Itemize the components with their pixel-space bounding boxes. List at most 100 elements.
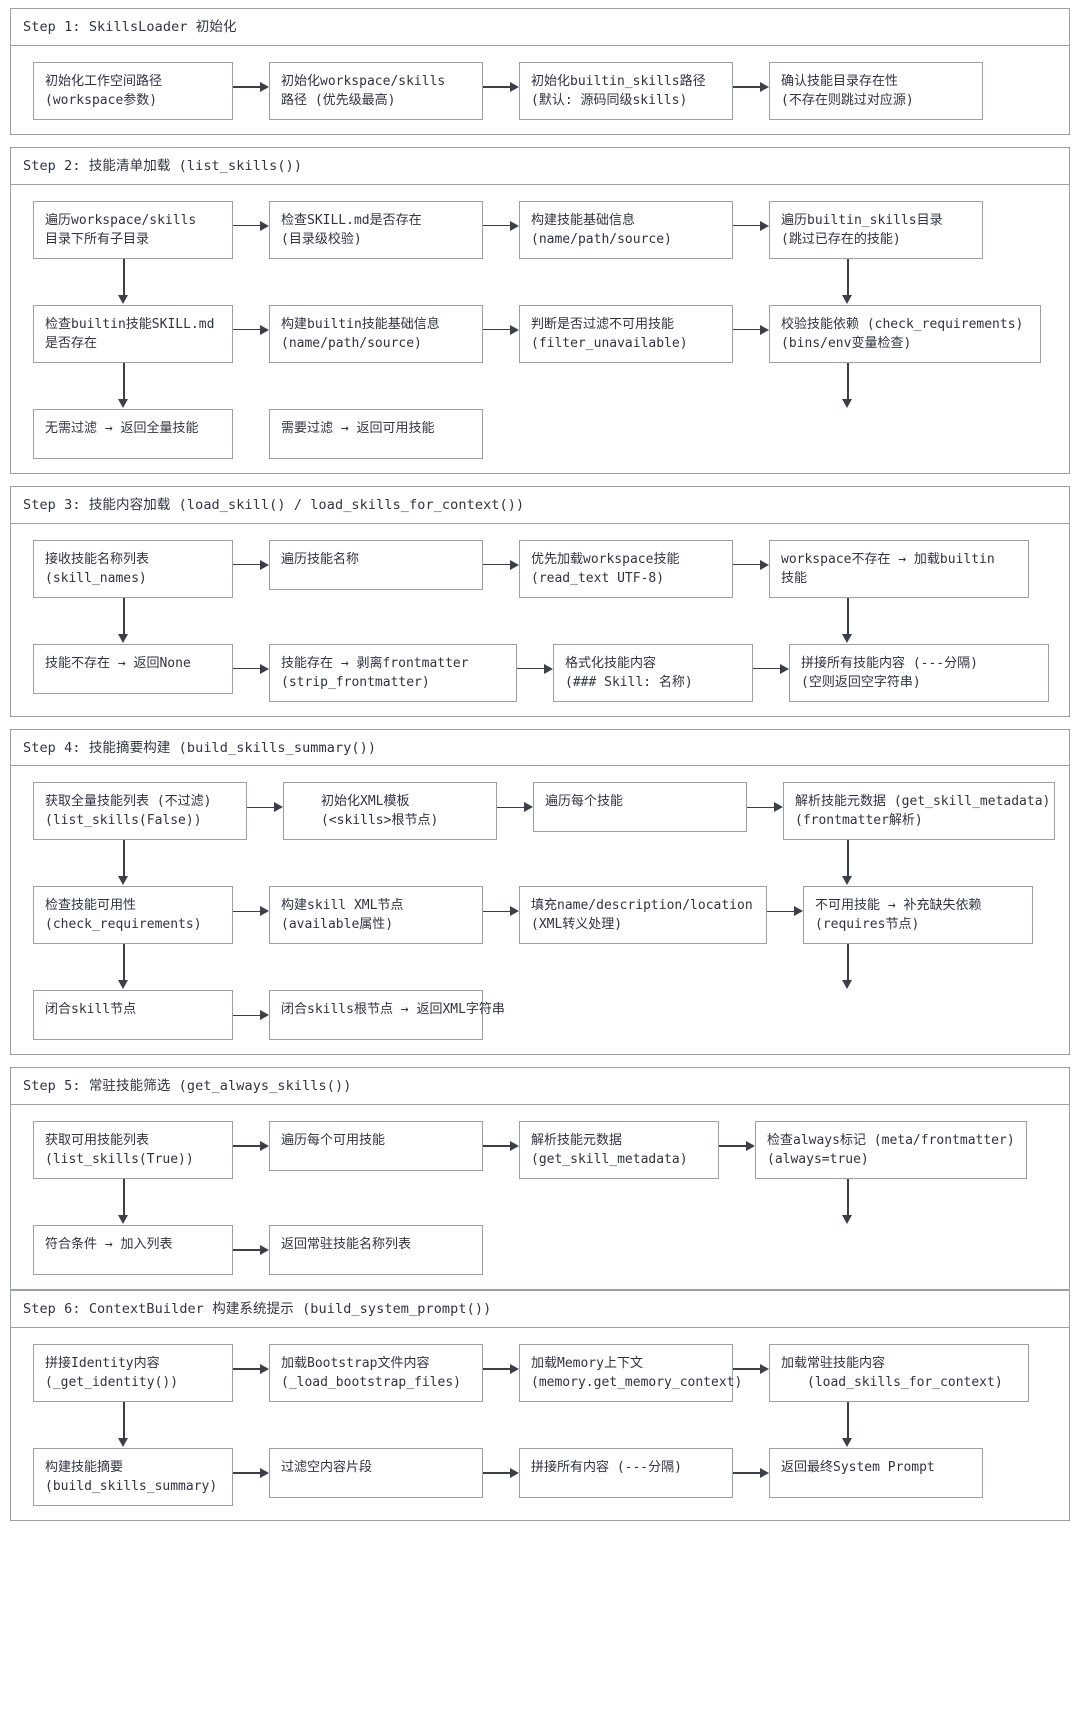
- node-row: 获取全量技能列表 (不过滤) (list_skills(False)) 初始化X…: [11, 782, 1069, 841]
- flow-node[interactable]: 遍历workspace/skills 目录下所有子目录: [33, 200, 233, 259]
- arrow-right-icon: [233, 1344, 269, 1394]
- flow-node[interactable]: 检查技能可用性 (check_requirements): [33, 886, 233, 945]
- flow-node[interactable]: 判断是否过滤不可用技能 (filter_unavailable): [519, 304, 733, 363]
- node-line: 构建skill XML节点: [281, 898, 404, 914]
- node-line: 拼接所有技能内容 (---分隔): [801, 655, 978, 671]
- flow-node[interactable]: 初始化builtin_skills路径 (默认: 源码同级skills): [519, 61, 733, 120]
- flow-node[interactable]: 拼接Identity内容 (_get_identity()): [33, 1344, 233, 1403]
- node-line: 拼接Identity内容: [45, 1356, 160, 1372]
- step-title-4: Step 4: 技能摘要构建 (build_skills_summary()): [11, 730, 1069, 767]
- step-title-2: Step 2: 技能清单加载 (list_skills()): [11, 148, 1069, 185]
- arrow-right-icon: [733, 1344, 769, 1394]
- flow-node[interactable]: 初始化工作空间路径 (workspace参数): [33, 61, 233, 120]
- node-line: (_load_bootstrap_files): [281, 1375, 462, 1391]
- flow-node[interactable]: 不可用技能 → 补充缺失依赖 (requires节点): [803, 886, 1033, 945]
- step-group-3: Step 3: 技能内容加载 (load_skill() / load_skil…: [10, 485, 1070, 717]
- flow-node[interactable]: 优先加载workspace技能 (read_text UTF-8): [519, 539, 733, 598]
- flow-node[interactable]: 遍历每个技能: [533, 782, 747, 833]
- flow-node[interactable]: 拼接所有技能内容 (---分隔) (空则返回空字符串): [789, 643, 1049, 702]
- node-line: (bins/env变量检查): [781, 335, 912, 351]
- flow-node[interactable]: 无需过滤 → 返回全量技能: [33, 408, 233, 459]
- flow-node[interactable]: 接收技能名称列表 (skill_names): [33, 539, 233, 598]
- flow-node[interactable]: 获取可用技能列表 (list_skills(True)): [33, 1121, 233, 1180]
- flow-node[interactable]: 技能不存在 → 返回None: [33, 643, 233, 694]
- node-row: 接收技能名称列表 (skill_names) 遍历技能名称 优先加载worksp…: [11, 539, 1069, 598]
- node-line: workspace不存在 → 加载builtin: [781, 551, 995, 567]
- node-line: (check_requirements): [45, 917, 202, 933]
- arrow-right-icon: [483, 305, 519, 355]
- flow-node[interactable]: 加载Memory上下文 (memory.get_memory_context): [519, 1344, 743, 1403]
- node-line: 拼接所有内容 (---分隔): [531, 1460, 682, 1476]
- step-group-4: Step 4: 技能摘要构建 (build_skills_summary()) …: [10, 728, 1070, 1056]
- arrow-right-icon: [733, 540, 769, 590]
- node-line: 填充name/description/location: [531, 898, 753, 914]
- flow-node[interactable]: 过滤空内容片段: [269, 1448, 483, 1499]
- flow-node[interactable]: 技能存在 → 剥离frontmatter (strip_frontmatter): [269, 643, 517, 702]
- flow-node[interactable]: 解析技能元数据 (get_skill_metadata): [519, 1121, 719, 1180]
- flow-node[interactable]: 遍历每个可用技能: [269, 1121, 483, 1172]
- flow-node[interactable]: 返回最终System Prompt: [769, 1448, 983, 1499]
- arrow-right-icon: [233, 201, 269, 251]
- node-line: 加载Bootstrap文件内容: [281, 1356, 430, 1372]
- flow-node[interactable]: 校验技能依赖 (check_requirements) (bins/env变量检…: [769, 304, 1041, 363]
- flow-node[interactable]: 初始化XML模板 (<skills>根节点): [283, 782, 497, 841]
- node-line: 初始化工作空间路径: [45, 73, 163, 89]
- flowchart-canvas: Step 1: SkillsLoader 初始化 初始化工作空间路径 (work…: [10, 8, 1070, 1522]
- node-row: 拼接Identity内容 (_get_identity()) 加载Bootstr…: [11, 1344, 1069, 1403]
- flow-node[interactable]: 获取全量技能列表 (不过滤) (list_skills(False)): [33, 782, 247, 841]
- flow-node[interactable]: 检查always标记 (meta/frontmatter) (always=tr…: [755, 1121, 1027, 1180]
- arrow-right-icon: [483, 886, 519, 936]
- step-body-3: 接收技能名称列表 (skill_names) 遍历技能名称 优先加载worksp…: [11, 524, 1069, 716]
- flow-node[interactable]: 加载常驻技能内容 (load_skills_for_context): [769, 1344, 1029, 1403]
- flow-node[interactable]: 填充name/description/location (XML转义处理): [519, 886, 767, 945]
- arrow-right-icon: [733, 201, 769, 251]
- node-row: 无需过滤 → 返回全量技能 需要过滤 → 返回可用技能: [11, 408, 1069, 459]
- arrow-right-icon: [483, 540, 519, 590]
- node-line: 技能不存在 → 返回None: [45, 655, 191, 671]
- flow-node[interactable]: 确认技能目录存在性 (不存在则跳过对应源): [769, 61, 983, 120]
- node-line: 解析技能元数据: [531, 1133, 623, 1149]
- flow-node[interactable]: 格式化技能内容 (### Skill: 名称): [553, 643, 753, 702]
- flow-node[interactable]: workspace不存在 → 加载builtin 技能: [769, 539, 1029, 598]
- node-line: (read_text UTF-8): [531, 570, 665, 586]
- flow-node[interactable]: 遍历技能名称: [269, 539, 483, 590]
- node-line: (strip_frontmatter): [281, 674, 430, 690]
- flow-node[interactable]: 拼接所有内容 (---分隔): [519, 1448, 733, 1499]
- flow-node[interactable]: 检查builtin技能SKILL.md 是否存在: [33, 304, 233, 363]
- node-line: (_get_identity()): [45, 1375, 179, 1391]
- flow-node[interactable]: 构建技能摘要 (build_skills_summary): [33, 1448, 233, 1507]
- flow-node[interactable]: 闭合skills根节点 → 返回XML字符串: [269, 990, 505, 1041]
- node-row: 技能不存在 → 返回None 技能存在 → 剥离frontmatter (str…: [11, 643, 1069, 702]
- node-line: 初始化workspace/skills: [281, 73, 446, 89]
- node-line: 加载常驻技能内容: [781, 1356, 886, 1372]
- node-line: 遍历每个技能: [545, 794, 624, 810]
- flow-node[interactable]: 构建技能基础信息 (name/path/source): [519, 200, 733, 259]
- arrow-right-icon: [233, 305, 269, 355]
- flow-node[interactable]: 检查SKILL.md是否存在 (目录级校验): [269, 200, 483, 259]
- flow-node[interactable]: 构建builtin技能基础信息 (name/path/source): [269, 304, 483, 363]
- node-line: (<skills>根节点): [321, 813, 439, 829]
- arrow-right-icon: [767, 886, 803, 936]
- flow-node[interactable]: 初始化workspace/skills 路径 (优先级最高): [269, 61, 483, 120]
- flow-node[interactable]: 返回常驻技能名称列表: [269, 1225, 483, 1276]
- node-line: 闭合skill节点: [45, 1002, 137, 1018]
- vertical-connectors: [11, 1402, 1069, 1448]
- flow-node[interactable]: 需要过滤 → 返回可用技能: [269, 408, 483, 459]
- node-line: 返回常驻技能名称列表: [281, 1237, 412, 1253]
- flow-node[interactable]: 构建skill XML节点 (available属性): [269, 886, 483, 945]
- node-row: 检查builtin技能SKILL.md 是否存在 构建builtin技能基础信息…: [11, 304, 1069, 363]
- arrow-right-icon: [233, 540, 269, 590]
- node-line: (XML转义处理): [531, 917, 623, 933]
- node-line: 加载Memory上下文: [531, 1356, 643, 1372]
- arrow-right-icon: [497, 782, 533, 832]
- node-line: (frontmatter解析): [795, 813, 923, 829]
- flow-node[interactable]: 闭合skill节点: [33, 990, 233, 1041]
- flow-node[interactable]: 加载Bootstrap文件内容 (_load_bootstrap_files): [269, 1344, 483, 1403]
- flow-node[interactable]: 遍历builtin_skills目录 (跳过已存在的技能): [769, 200, 983, 259]
- flow-node[interactable]: 符合条件 → 加入列表: [33, 1225, 233, 1276]
- node-line: (memory.get_memory_context): [531, 1375, 743, 1391]
- flow-node[interactable]: 解析技能元数据 (get_skill_metadata) (frontmatte…: [783, 782, 1055, 841]
- node-line: (filter_unavailable): [531, 335, 688, 351]
- arrow-right-icon: [483, 62, 519, 112]
- arrow-right-icon: [233, 644, 269, 694]
